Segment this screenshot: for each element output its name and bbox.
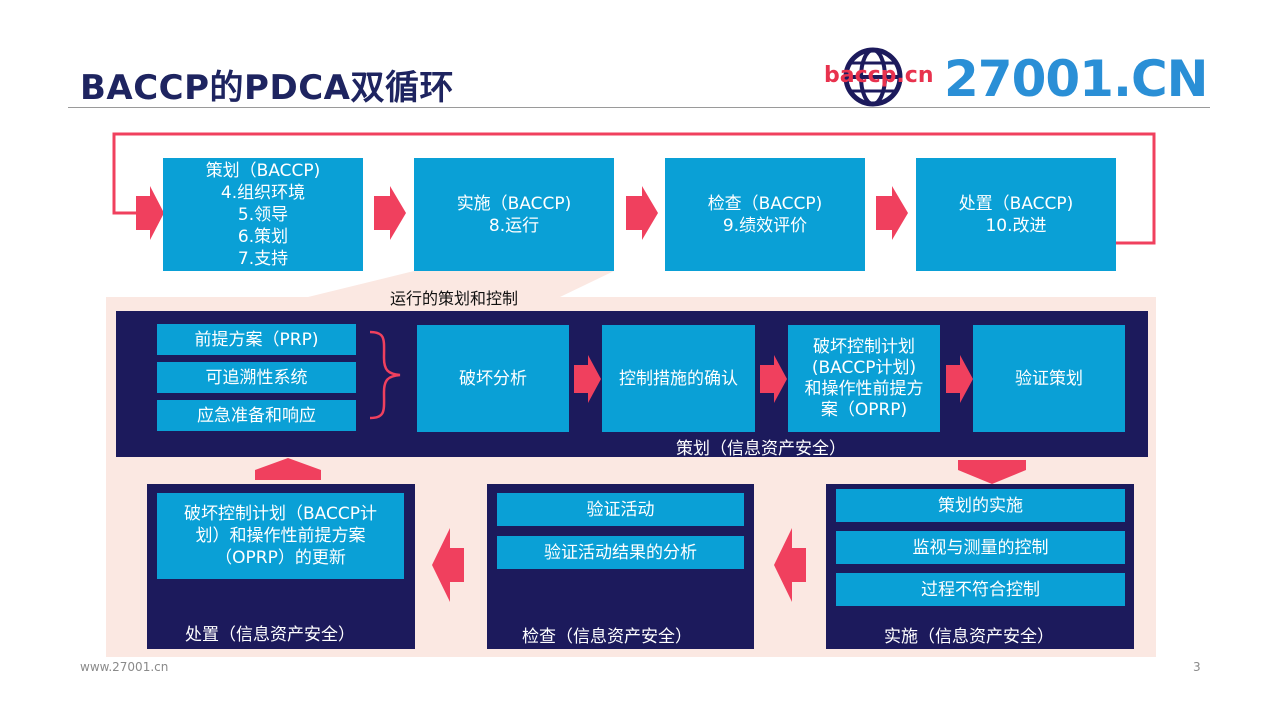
brand-logo: 27001.CN: [944, 50, 1208, 108]
act-item: 破坏控制计划（BACCP计 划）和操作性前提方案 （OPRP）的更新: [157, 493, 404, 579]
feedback-loop-line: [112, 132, 1156, 245]
footer-url: www.27001.cn: [80, 660, 169, 674]
prereq-item: 应急准备和响应: [157, 400, 356, 431]
plan-step-hazard-analysis: 破坏分析: [417, 325, 569, 432]
check-caption: 检查（信息资产安全）: [522, 627, 692, 647]
arrow-icon: [136, 186, 164, 240]
brace-icon: [369, 330, 401, 420]
arrow-up-icon: [255, 458, 321, 480]
top-plan-box: 策划（BACCP) 4.组织环境 5.领导 6.策划 7.支持: [163, 158, 363, 271]
do-item: 策划的实施: [836, 489, 1125, 522]
page-number: 3: [1193, 660, 1201, 674]
act-caption: 处置（信息资产安全）: [185, 625, 355, 645]
prereq-item: 可追溯性系统: [157, 362, 356, 393]
arrow-icon: [626, 186, 658, 240]
arrow-icon: [374, 186, 406, 240]
logo-text: baccp.cn: [824, 63, 934, 88]
arrow-icon: [760, 355, 787, 403]
arrow-left-icon: [774, 528, 806, 602]
arrow-icon: [946, 355, 973, 403]
do-caption: 实施（信息资产安全）: [884, 627, 1054, 647]
top-do-box: 实施（BACCP) 8.运行: [414, 158, 614, 271]
do-item: 过程不符合控制: [836, 573, 1125, 606]
top-check-box: 检查（BACCP) 9.绩效评价: [665, 158, 865, 271]
top-act-box: 处置（BACCP) 10.改进: [916, 158, 1116, 271]
arrow-down-icon: [958, 460, 1026, 484]
callout-label: 运行的策划和控制: [390, 289, 519, 308]
arrow-left-icon: [432, 528, 464, 602]
globe-icon: [843, 47, 903, 107]
check-item: 验证活动: [497, 493, 744, 526]
page-title: BACCP的PDCA双循环: [80, 68, 454, 108]
arrow-icon: [574, 355, 601, 403]
do-item: 监视与测量的控制: [836, 531, 1125, 564]
check-item: 验证活动结果的分析: [497, 536, 744, 569]
plan-step-verification-planning: 验证策划: [973, 325, 1125, 432]
plan-step-control-validation: 控制措施的确认: [602, 325, 755, 432]
title-divider: [68, 107, 1210, 108]
plan-step-control-plan: 破坏控制计划 (BACCP计划) 和操作性前提方 案（OPRP): [788, 325, 940, 432]
arrow-icon: [876, 186, 908, 240]
plan-caption: 策划（信息资产安全）: [676, 439, 846, 459]
prereq-item: 前提方案（PRP): [157, 324, 356, 355]
